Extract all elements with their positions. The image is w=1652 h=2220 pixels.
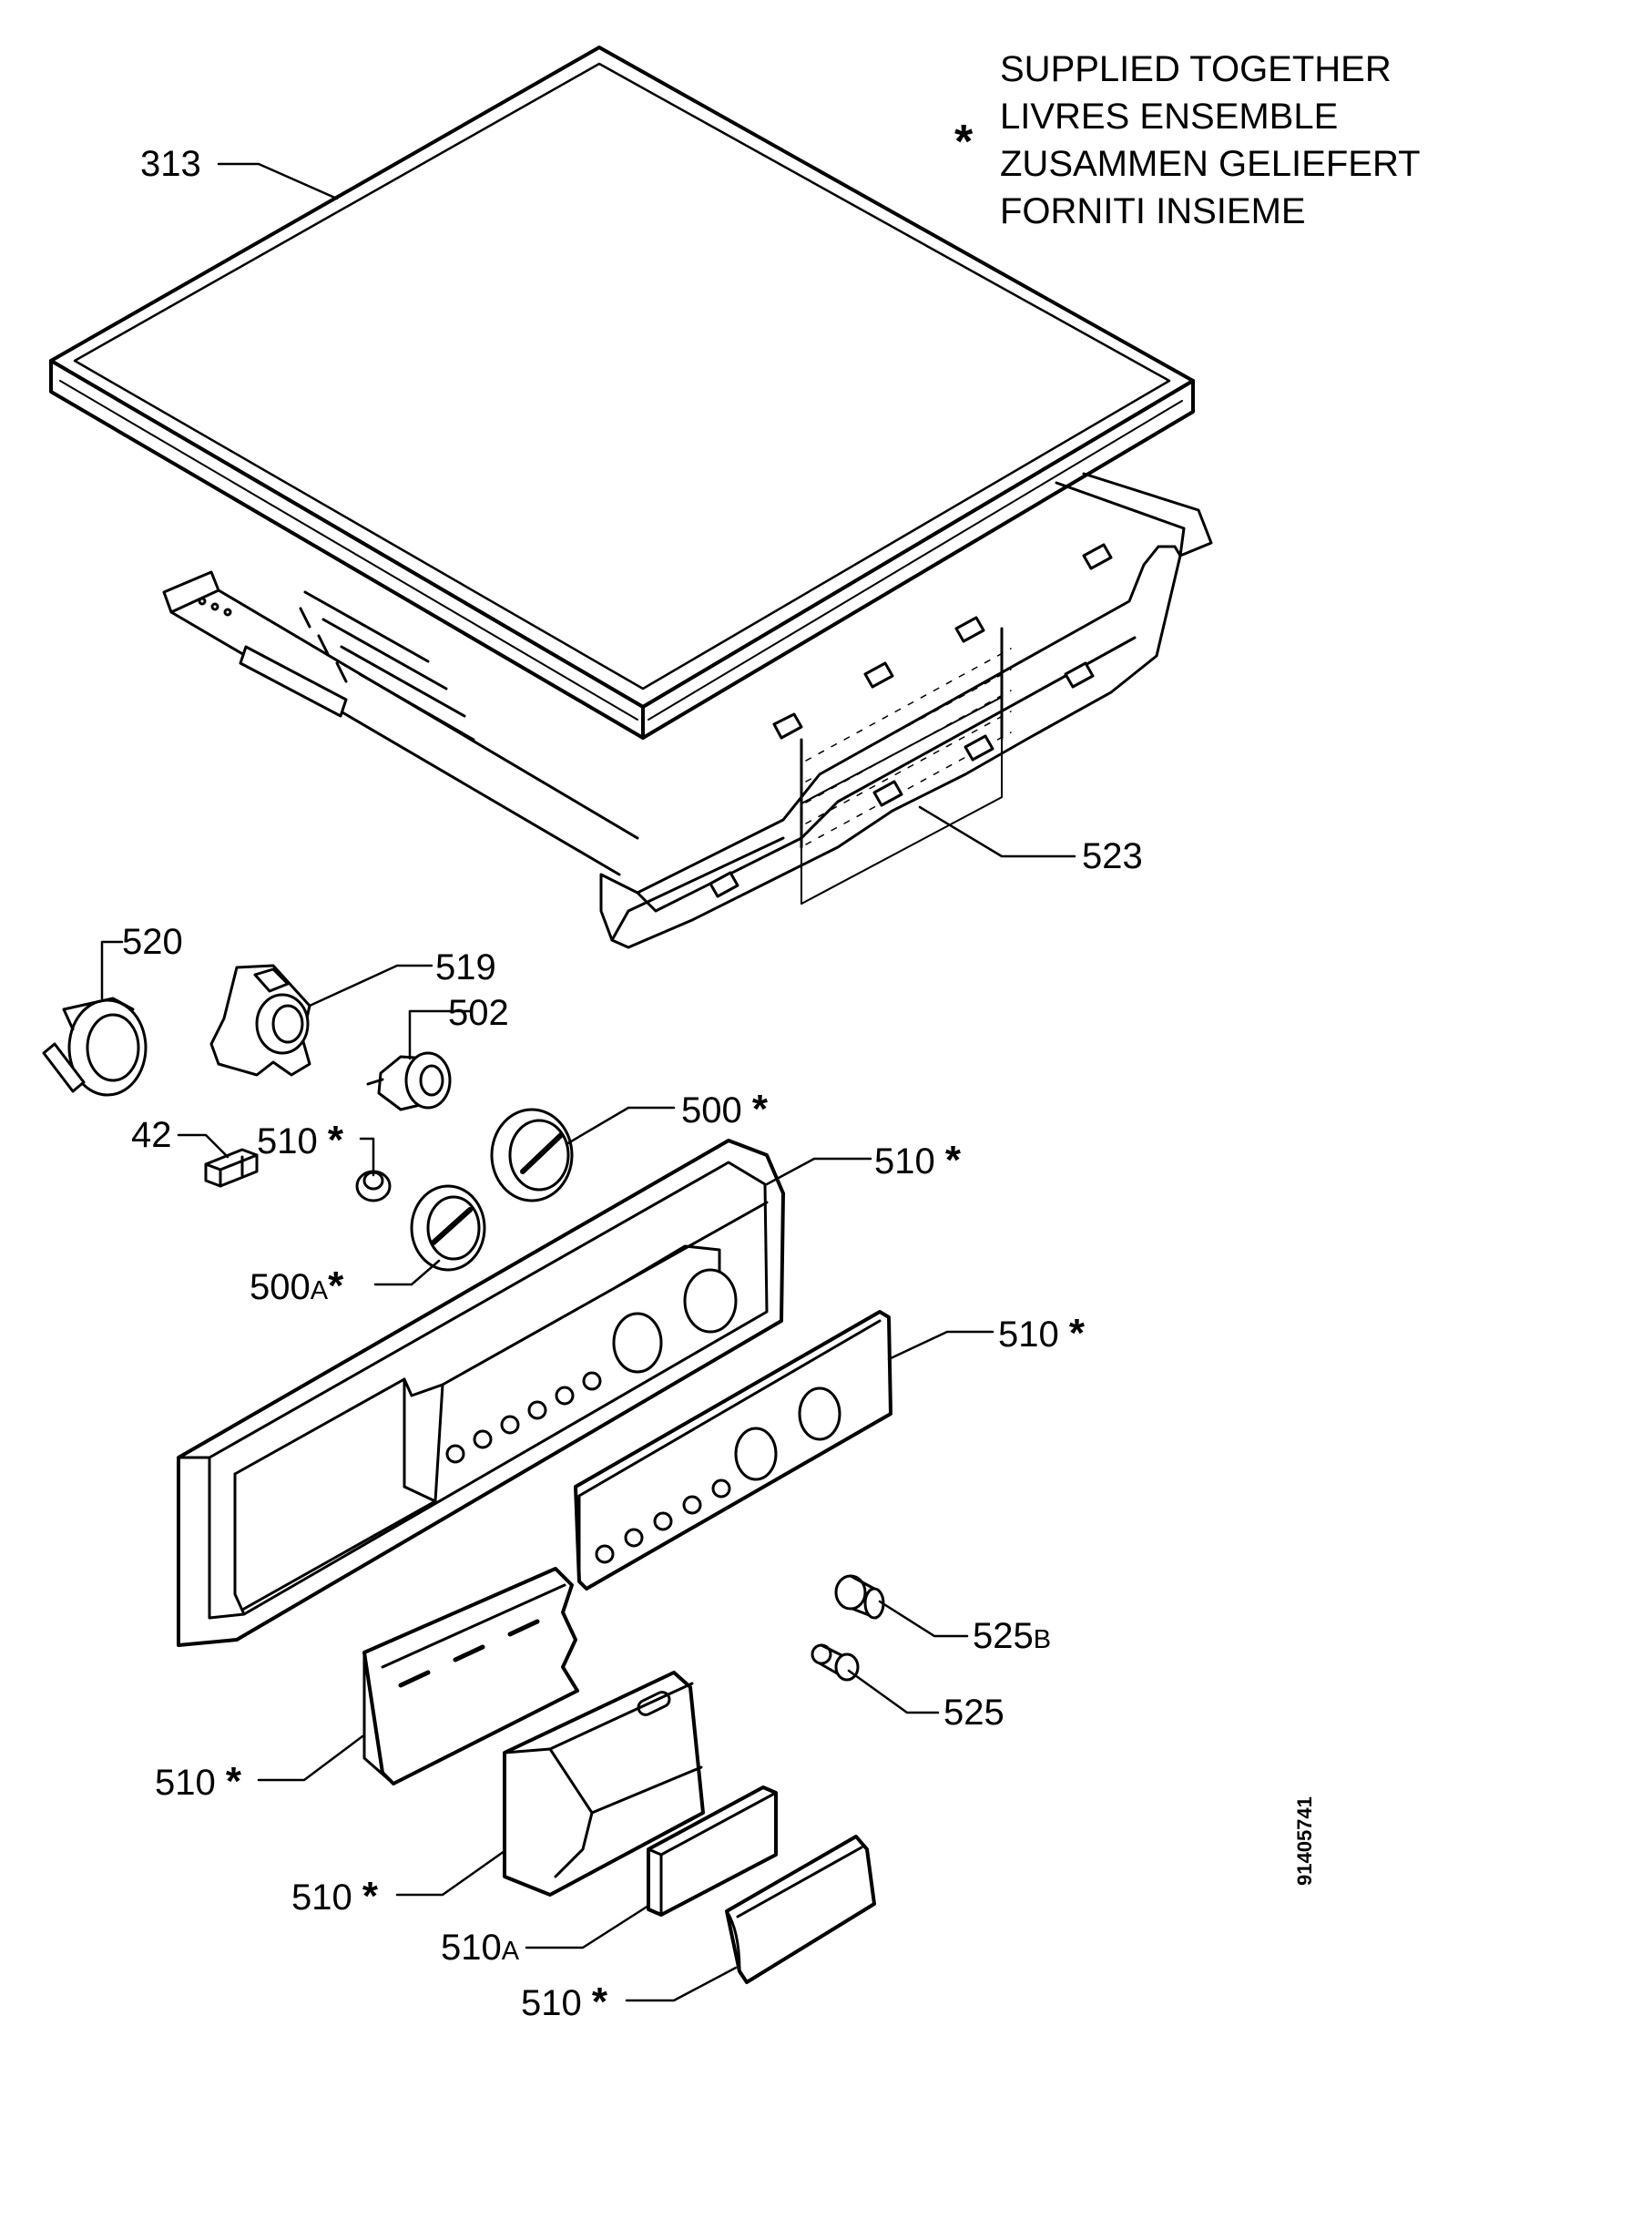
- drawer-handle-510: [364, 1569, 577, 1784]
- part-519: [211, 966, 310, 1075]
- label-500A-star: *: [328, 1263, 344, 1308]
- label-500A-suffix: A: [310, 1276, 329, 1305]
- label-502: 502: [448, 993, 509, 1033]
- knob-500: [492, 1110, 572, 1201]
- label-525B: 525B: [973, 1618, 1051, 1654]
- legend-line-it: FORNITI INSIEME: [1000, 191, 1306, 231]
- label-510-fascia-star: *: [1068, 1311, 1085, 1356]
- label-510-drawer: 510 *: [155, 1762, 241, 1802]
- part-520: [44, 998, 146, 1095]
- worktop-lid-313: [51, 47, 1193, 738]
- label-510-drawer-star: *: [225, 1759, 241, 1804]
- label-510-panel-num: 510: [874, 1141, 935, 1182]
- label-525B-num: 525: [973, 1616, 1034, 1656]
- label-500-star: *: [751, 1087, 768, 1131]
- label-510-fascia-num: 510: [998, 1315, 1059, 1355]
- label-525B-suffix: B: [1033, 1625, 1052, 1654]
- insert-510A: [648, 1787, 776, 1915]
- part-502: [368, 1053, 450, 1110]
- label-523: 523: [1082, 836, 1143, 876]
- label-510-cap: 510 *: [521, 1982, 607, 2022]
- label-510-drawer-num: 510: [155, 1763, 216, 1803]
- frame-523: [164, 474, 1211, 947]
- label-510-panel-star: *: [944, 1138, 961, 1182]
- label-510-fascia: 510 *: [998, 1314, 1085, 1354]
- legend-line-fr: LIVRES ENSEMBLE: [1000, 97, 1339, 137]
- label-525: 525: [943, 1693, 1004, 1733]
- knob-500A: [412, 1186, 484, 1270]
- part-525: [812, 1645, 858, 1680]
- drawer-front-510: [505, 1673, 703, 1895]
- label-519: 519: [435, 947, 496, 987]
- label-510-handle-num: 510: [291, 1877, 352, 1918]
- label-510A-num: 510: [441, 1928, 502, 1968]
- document-id: 91405741: [1293, 1796, 1316, 1886]
- label-500-num: 500: [681, 1090, 742, 1130]
- label-510-bush-star: *: [327, 1118, 343, 1162]
- legend-line-de: ZUSAMMEN GELIEFERT: [1000, 144, 1421, 184]
- leader-lines: [102, 164, 1075, 2000]
- label-500: 500 *: [681, 1090, 768, 1130]
- label-510-bush-num: 510: [257, 1121, 318, 1161]
- legend-asterisk: *: [954, 116, 974, 169]
- label-510A: 510A: [441, 1929, 519, 1966]
- label-500A-num: 500: [250, 1267, 311, 1307]
- legend: SUPPLIED TOGETHER LIVRES ENSEMBLE ZUSAMM…: [1000, 46, 1421, 235]
- label-500A: 500A*: [250, 1266, 343, 1306]
- part-525B: [836, 1576, 883, 1618]
- label-313: 313: [140, 144, 201, 184]
- control-panel-510: [178, 1141, 783, 1645]
- part-510-bush: [357, 1171, 390, 1201]
- label-510-panel: 510 *: [874, 1141, 961, 1181]
- label-510-cap-star: *: [591, 1980, 607, 2024]
- label-510A-suffix: A: [501, 1937, 520, 1966]
- part-42: [206, 1150, 257, 1186]
- label-510-handle: 510 *: [291, 1877, 378, 1917]
- label-42: 42: [131, 1115, 172, 1155]
- label-510-cap-num: 510: [521, 1983, 582, 2023]
- legend-line-en: SUPPLIED TOGETHER: [1000, 49, 1392, 89]
- label-520: 520: [122, 922, 183, 962]
- fascia-plate-510: [576, 1312, 891, 1589]
- label-510-handle-star: *: [362, 1874, 378, 1918]
- label-510-bush: 510 *: [257, 1120, 343, 1161]
- cap-510: [727, 1836, 874, 1982]
